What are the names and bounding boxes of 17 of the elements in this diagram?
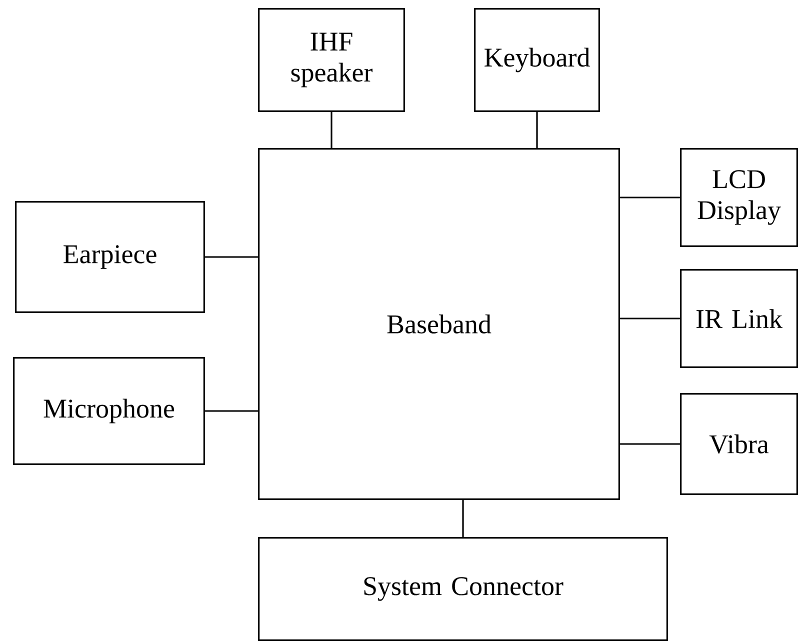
connector-line [620,318,680,320]
connector-line [205,410,258,412]
microphone-box: Microphone [13,357,205,465]
ir-link-box: IR Link [680,269,798,368]
vibra-box: Vibra [680,393,798,495]
connector-line [620,443,680,445]
keyboard-box: Keyboard [474,8,600,112]
connector-box: System Connector [258,537,668,641]
earpiece-box: Earpiece [15,201,205,313]
baseband-box: Baseband [258,148,620,500]
connector-line [462,500,464,537]
display-box: LCD Display [680,148,798,247]
connector-line [620,196,680,198]
speaker-box: IHF speaker [258,8,405,112]
connector-line [205,256,258,258]
connector-line [330,112,332,148]
connector-line [536,112,538,148]
